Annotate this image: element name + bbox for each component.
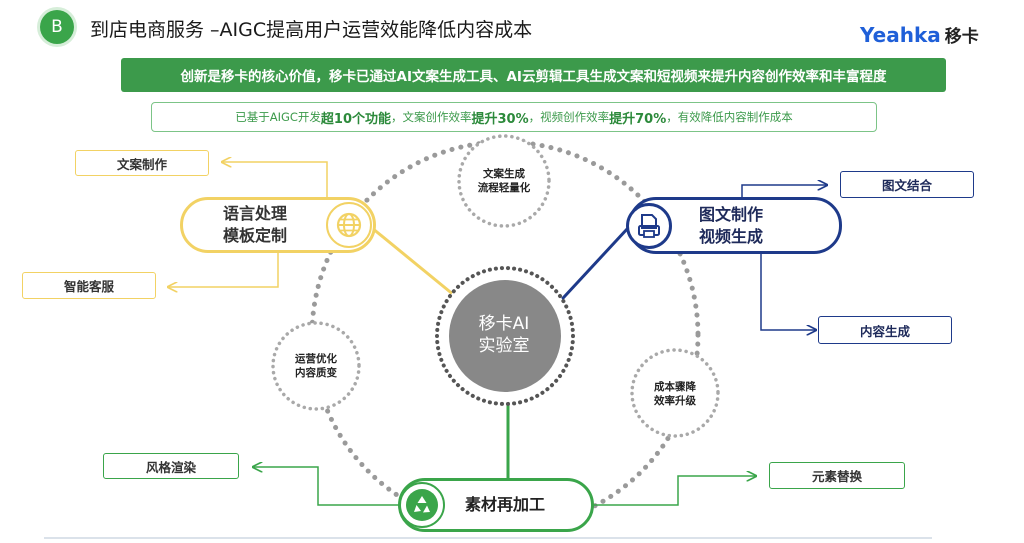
minor-node-left: 运营优化 内容质变 [271,352,361,380]
pill-language-line1: 语言处理 [223,204,288,224]
page-title: 到店电商服务 –AIGC提高用户运营效能降低内容成本 [90,19,533,41]
center-label-line1: 移卡AI [478,314,530,334]
minor-node-top-ring [457,134,551,228]
spoke-image [550,226,630,312]
summary-banner: 创新是移卡的核心价值，移卡已通过AI文案生成工具、AI云剪辑工具生成文案和短视频… [121,58,946,92]
stats-banner: 已基于AIGC开发超10个功能，文案创作效率提升30%，视频创作效率提升70%，… [151,102,877,132]
center-label: 移卡AI 实验室 [447,313,561,357]
stats-text-3: ，视频创作效率 [528,110,610,124]
pill-image-video: 图文制作 视频生成 [628,197,842,254]
stats-text-4: ，有效降低内容制作成本 [666,110,793,124]
connector-image-text [741,185,827,200]
stats-highlight-copy-efficiency: 提升30% [471,111,529,127]
stats-highlight-video-efficiency: 提升70% [609,111,667,127]
connector-element-swap [594,476,756,506]
pill-material-label: 素材再加工 [465,495,546,515]
minor-node-left-line2: 内容质变 [295,367,337,380]
minor-node-right-line1: 成本骤降 [654,381,696,393]
section-badge: B [40,10,74,44]
brand-name-cn: 移卡 [944,27,979,47]
connector-smart-service [168,253,279,287]
output-element-swap: 元素替换 [769,462,905,489]
minor-node-top: 文案生成 流程轻量化 [459,167,549,195]
center-label-line2: 实验室 [478,336,530,357]
document-printer-icon [626,203,672,249]
minor-node-top-line1: 文案生成 [483,168,525,180]
output-smart-service: 智能客服 [22,272,156,299]
recycle-icon [399,482,445,528]
stats-text-1: 已基于AIGC开发 [235,110,321,124]
globe-icon [326,202,372,248]
connector-style-render [253,467,400,506]
connector-content-gen [760,254,816,330]
center-core [449,280,561,392]
output-style-render: 风格渲染 [103,453,239,479]
pill-image-line1: 图文制作 [699,204,764,224]
pill-image-line2: 视频生成 [699,226,764,246]
minor-node-left-line1: 运营优化 [295,353,337,365]
pill-language-line2: 模板定制 [223,226,288,245]
minor-node-right-line2: 效率升级 [654,395,696,408]
output-copywriting: 文案制作 [75,150,209,176]
minor-node-top-line2: 流程轻量化 [477,182,531,195]
connector-copywriting [222,162,328,197]
brand-name-en: Yeahka [860,23,941,47]
stats-text-2: ，文案创作效率 [391,110,472,124]
spoke-language [371,226,461,302]
minor-node-right: 成本骤降 效率升级 [630,380,720,408]
minor-node-right-ring [630,348,720,438]
output-image-text: 图文结合 [840,171,974,198]
stats-highlight-functions: 超10个功能 [320,111,392,127]
output-content-gen: 内容生成 [818,316,952,344]
minor-node-left-ring [271,321,361,411]
